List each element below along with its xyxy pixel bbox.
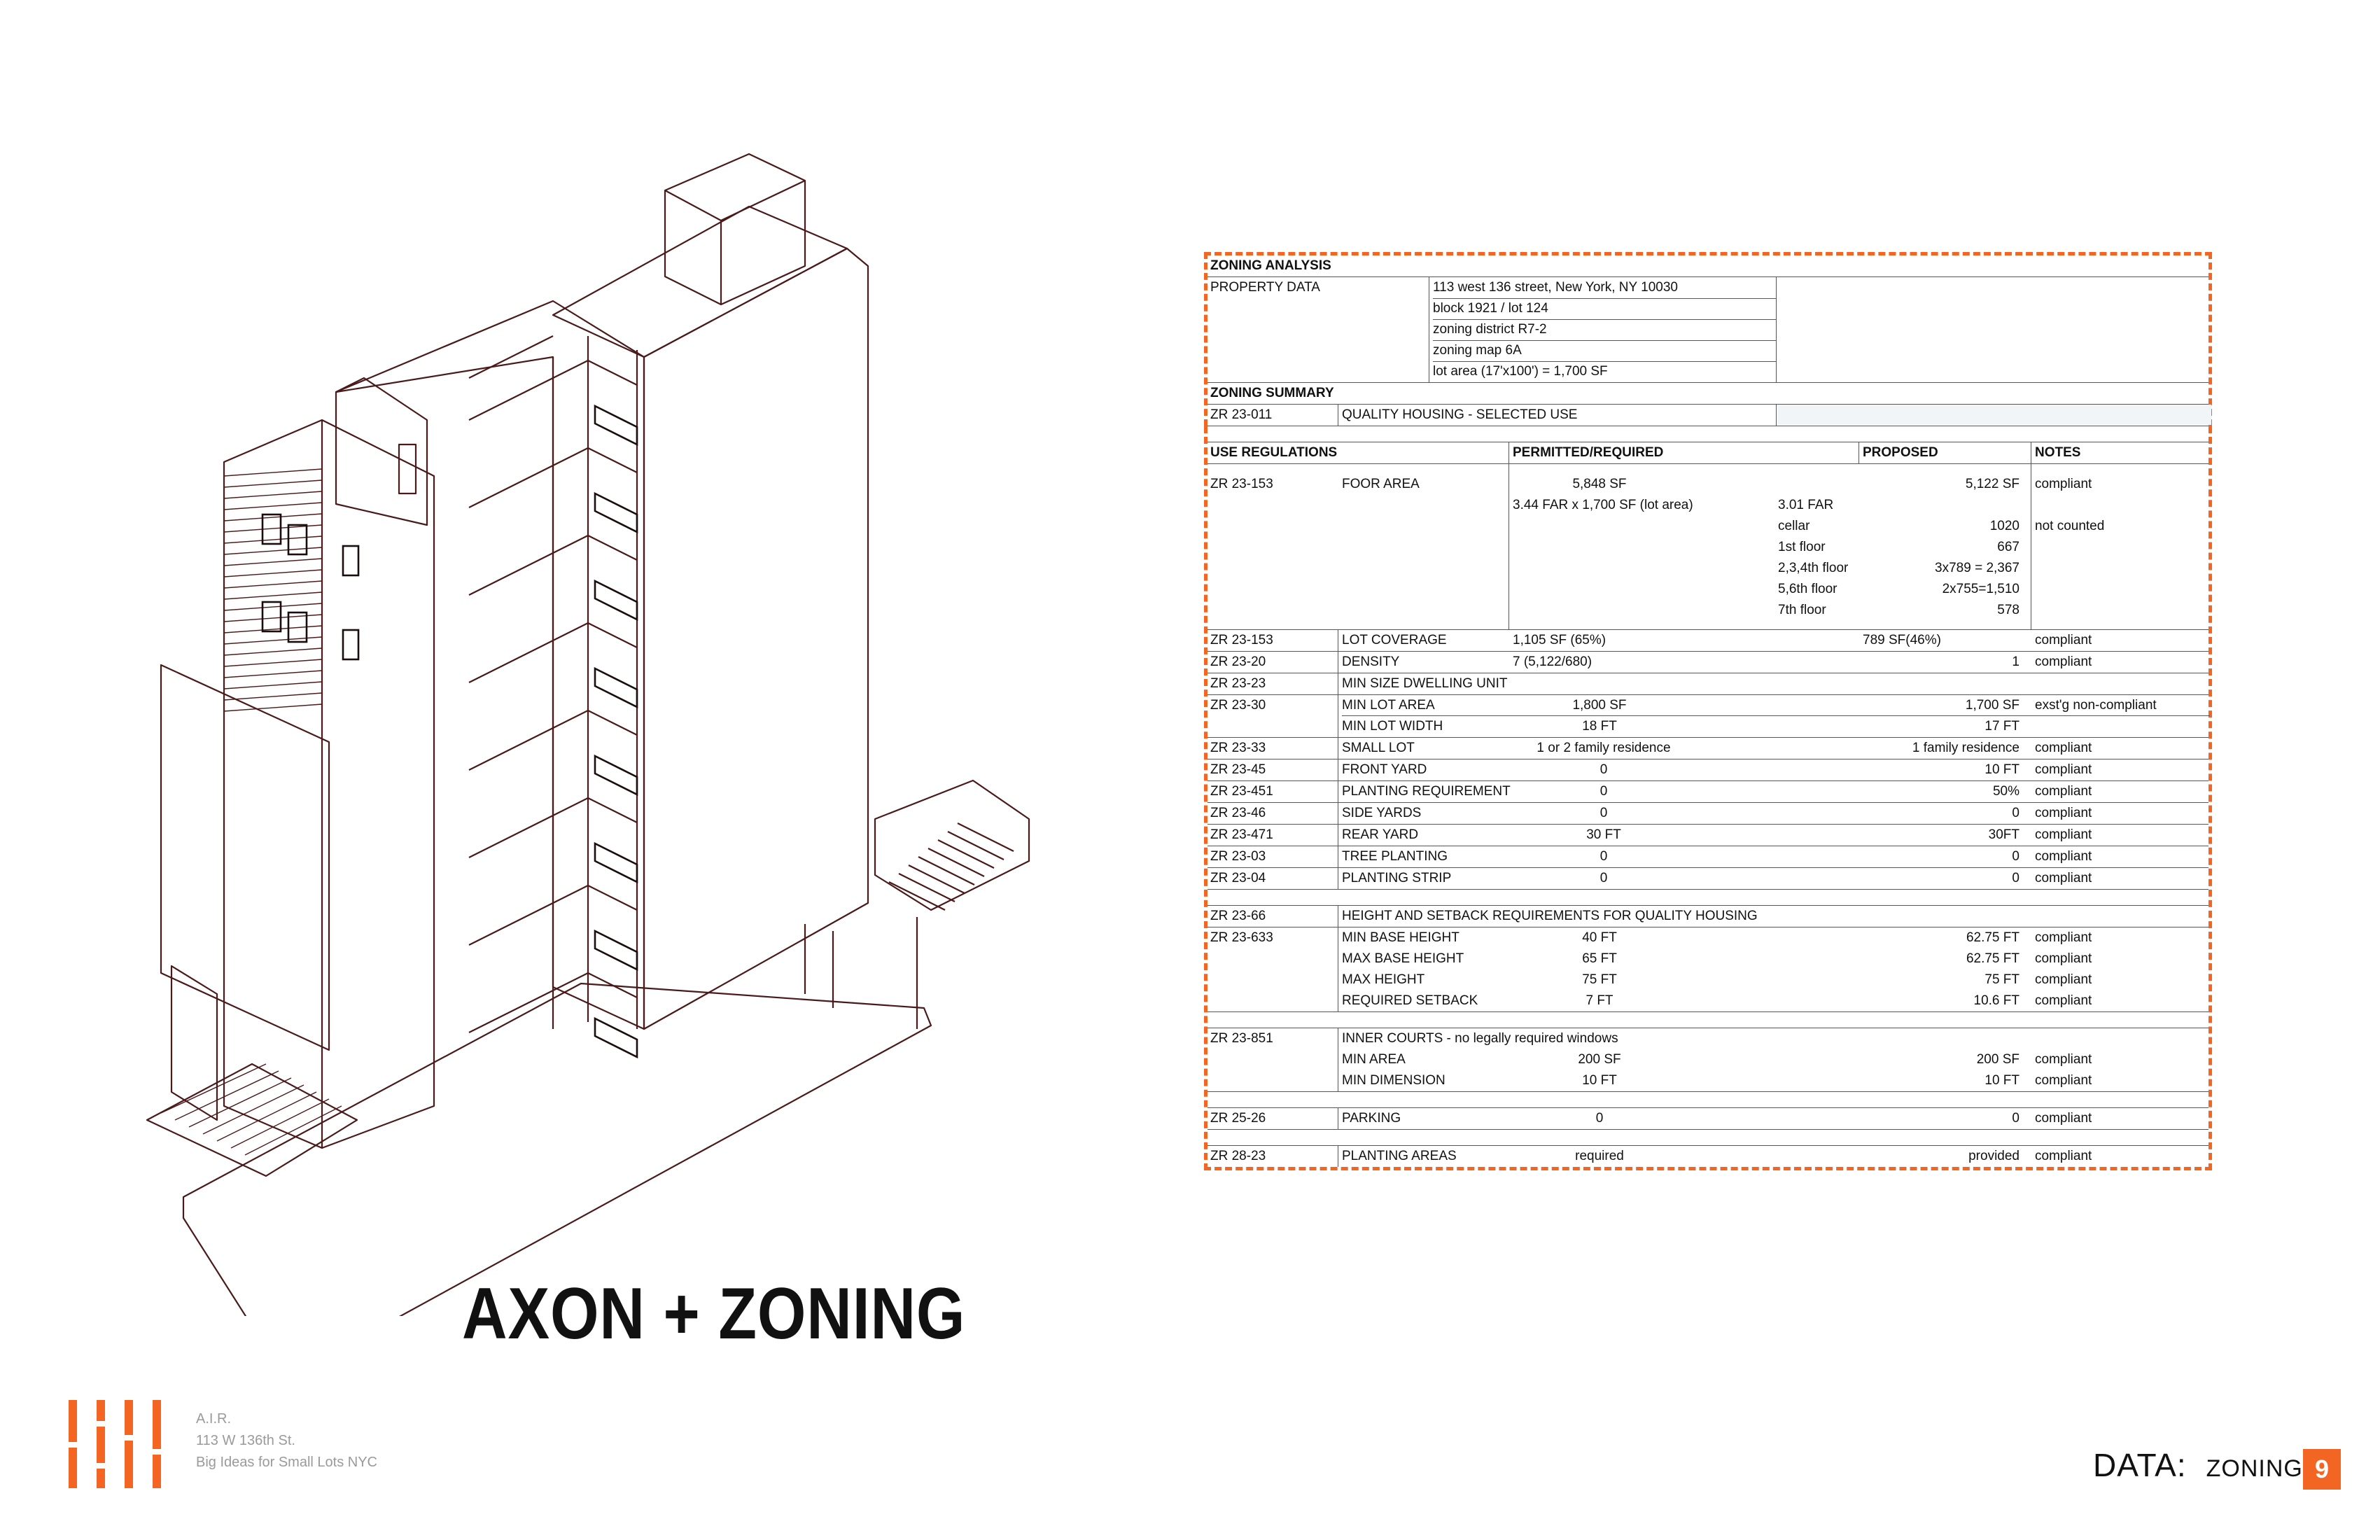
- ground-slab: [182, 982, 932, 1380]
- left-windows: [261, 513, 360, 661]
- floor-lines: [468, 360, 638, 1059]
- summary-title-row: ZONING SUMMARY: [1208, 383, 2208, 405]
- property-row-1: block 1921 / lot 124: [1208, 298, 2208, 320]
- roof-door: [398, 443, 417, 495]
- zoning-table: ZONING ANALYSIS PROPERTY DATA 113 west 1…: [1204, 252, 2212, 1170]
- page-number: 9: [2303, 1449, 2341, 1490]
- credit-line-1: A.I.R.: [196, 1411, 232, 1427]
- deck-slats: [160, 1063, 342, 1156]
- credit-line-2: 113 W 136th St.: [196, 1433, 295, 1448]
- footer-value: ZONING: [2206, 1455, 2303, 1482]
- summary-row: ZR 23-011 QUALITY HOUSING - SELECTED USE: [1208, 405, 2211, 426]
- roof-bulkhead: [664, 153, 806, 306]
- property-row-2: zoning district R7-2: [1208, 319, 2208, 341]
- floor-area-block: ZR 23-153 FOOR AREA 5,848 SF 3.44 FAR x …: [1208, 464, 2208, 630]
- credit-line-3: Big Ideas for Small Lots NYC: [196, 1455, 377, 1470]
- tower-roof: [552, 205, 848, 358]
- rear-stair-steps: [888, 822, 1014, 911]
- glass-panel: [160, 664, 330, 1051]
- property-row-0: PROPERTY DATA 113 west 136 street, New Y…: [1208, 277, 2208, 299]
- rear-stair-landing: [874, 779, 1030, 911]
- horizontal-siding: [223, 468, 323, 712]
- air-logo: [68, 1400, 167, 1488]
- section-footer: DATA: ZONING: [2093, 1446, 2303, 1484]
- use-header-row: USE REGULATIONS PERMITTED/REQUIRED PROPO…: [1208, 442, 2208, 464]
- property-row-3: zoning map 6A: [1208, 340, 2208, 362]
- axonometric-drawing: [105, 126, 1085, 1380]
- page-title: AXON + ZONING: [462, 1273, 966, 1354]
- project-credits: A.I.R. 113 W 136th St. Big Ideas for Sma…: [196, 1408, 377, 1474]
- roof-stair: [335, 377, 428, 526]
- balcony-bays: [468, 335, 638, 1029]
- front-deck: [146, 1063, 358, 1177]
- zoning-analysis-band: ZONING ANALYSIS PROPERTY DATA 113 west 1…: [1204, 252, 2212, 426]
- entry-glass: [170, 965, 218, 1121]
- analysis-title-row: ZONING ANALYSIS: [1208, 255, 2208, 277]
- use-regulations-band: USE REGULATIONS PERMITTED/REQUIRED PROPO…: [1204, 426, 2212, 1170]
- building-axon-svg: [146, 153, 1030, 1380]
- tower-front-face: [643, 247, 869, 1030]
- property-row-4: lot area (17'x100') = 1,700 SF: [1208, 361, 2208, 383]
- footer-label: DATA:: [2093, 1447, 2187, 1483]
